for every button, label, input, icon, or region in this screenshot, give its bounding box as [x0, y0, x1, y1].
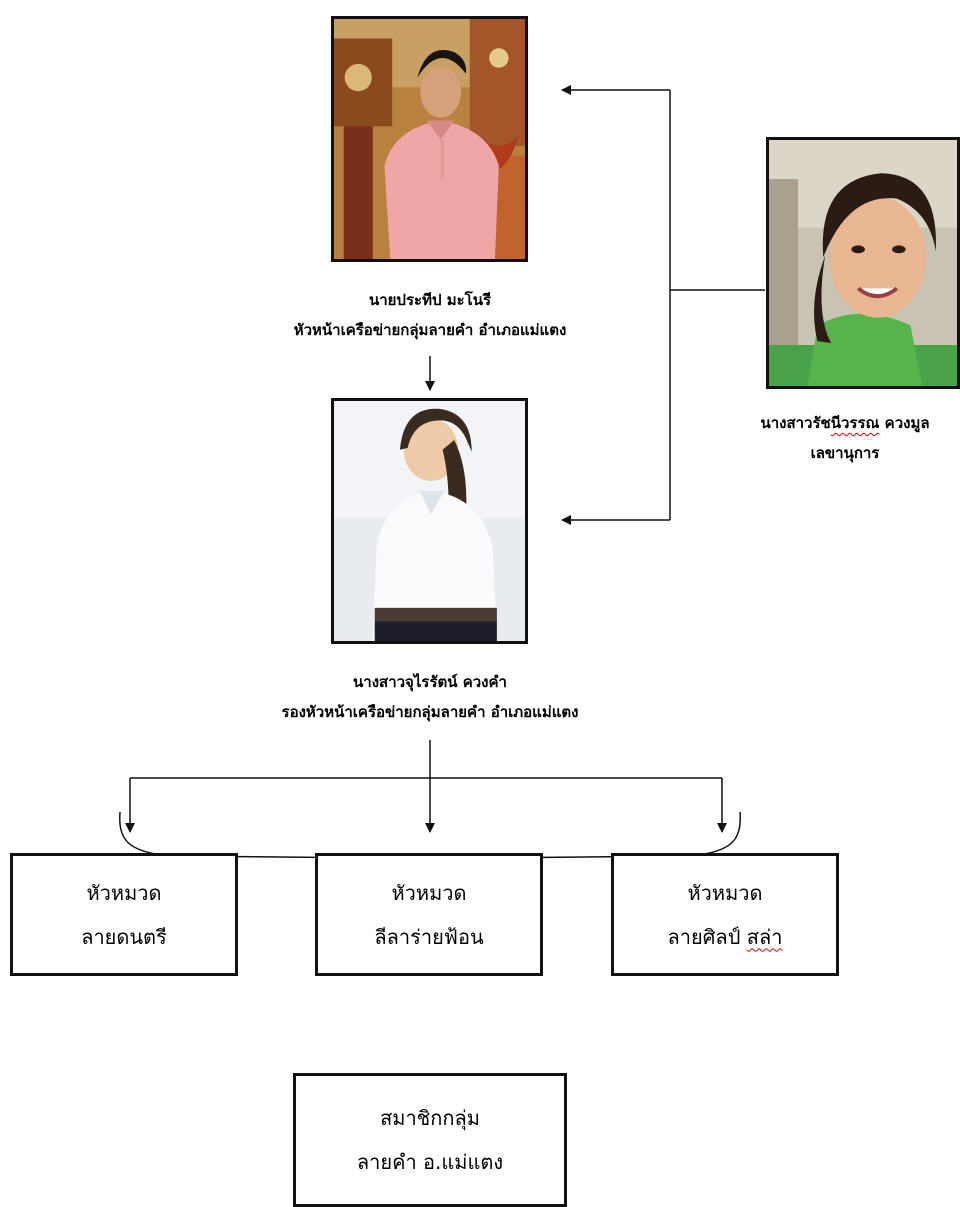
- deputy-photo: [331, 398, 528, 644]
- head-role: หัวหน้าเครือข่ายกลุ่มลายคำ อำเภอแม่แตง: [293, 321, 567, 339]
- section-art-title: หัวหมวด: [687, 880, 763, 905]
- members-title: สมาชิกกลุ่ม: [380, 1106, 480, 1130]
- section-box-art: หัวหมวด ลายศิลป์ สล่า: [611, 853, 839, 976]
- members-box: สมาชิกกลุ่ม ลายคำ อ.แม่แตง: [293, 1073, 567, 1207]
- head-name: นายประทีป มะโนรี: [368, 291, 492, 309]
- section-dance-name: ลีลาร่ายฟ้อน: [374, 924, 484, 949]
- section-art-name: ลายศิลป์ สล่า: [667, 924, 783, 949]
- deputy-name: นางสาวจุไรรัตน์ ควงคำ: [353, 673, 507, 691]
- section-music-name: ลายดนตรี: [81, 924, 167, 949]
- deputy-caption: นางสาวจุไรรัตน์ ควงคำ รองหัวหน้าเครือข่า…: [180, 667, 680, 727]
- head-caption: นายประทีป มะโนรี หัวหน้าเครือข่ายกลุ่มลา…: [230, 285, 630, 345]
- section-dance-title: หัวหมวด: [391, 880, 467, 905]
- section-box-music: หัวหมวด ลายดนตรี: [10, 853, 238, 976]
- section-music-title: หัวหมวด: [86, 880, 162, 905]
- secretary-photo: [766, 137, 960, 389]
- secretary-role: เลขานุการ: [810, 444, 880, 462]
- secretary-caption: นางสาวรัชนีวรรณ ควงมูล เลขานุการ: [730, 408, 960, 468]
- deputy-role: รองหัวหน้าเครือข่ายกลุ่มลายคำ อำเภอแม่แต…: [281, 703, 579, 721]
- members-name: ลายคำ อ.แม่แตง: [356, 1150, 504, 1174]
- secretary-name: นางสาวรัชนีวรรณ ควงมูล: [760, 414, 930, 432]
- head-photo: [331, 16, 528, 262]
- section-box-dance: หัวหมวด ลีลาร่ายฟ้อน: [315, 853, 543, 976]
